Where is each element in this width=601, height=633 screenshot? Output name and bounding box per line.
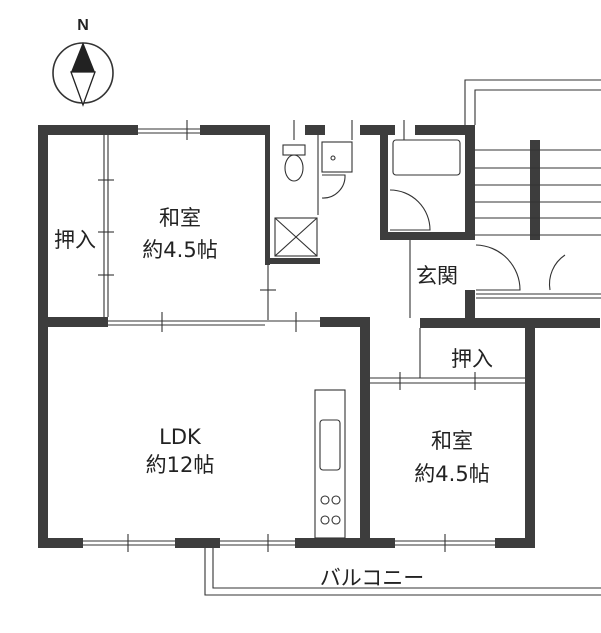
entrance-label: 玄関 (416, 264, 458, 288)
washitsu-north-name: 和室 (159, 206, 201, 230)
compass-north-label: N (77, 17, 89, 34)
closet-nw-label: 押入 (54, 228, 96, 252)
walls (38, 125, 600, 548)
closet-se-label: 押入 (451, 347, 493, 371)
ldk-size: 約12帖 (146, 453, 215, 477)
washitsu-north-size: 約4.5帖 (142, 238, 217, 262)
ldk-name: LDK (159, 425, 202, 449)
washitsu-south-name: 和室 (431, 429, 473, 453)
balcony-label: バルコニー (320, 566, 425, 590)
compass-icon: N (52, 17, 114, 107)
interior-lines (83, 79, 601, 596)
washitsu-south-size: 約4.5帖 (414, 462, 489, 486)
